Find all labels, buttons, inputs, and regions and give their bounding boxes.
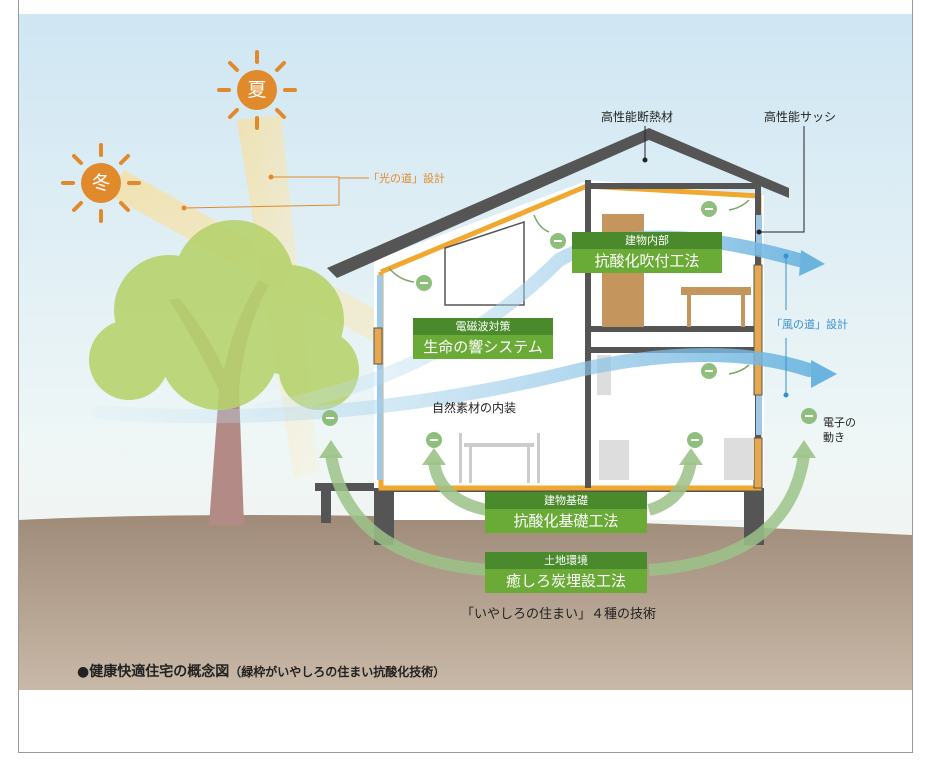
caption-sub: （緑枠がいやしろの住まい抗酸化技術） bbox=[229, 665, 446, 679]
sash-label: 高性能サッシ bbox=[764, 110, 837, 124]
wind-flow-lower bbox=[92, 348, 816, 424]
emf-box-head: 電磁波対策 bbox=[413, 318, 553, 335]
desk bbox=[681, 287, 751, 295]
electron-minus-icon bbox=[687, 432, 703, 448]
land-technique-box: 土地環境 癒しろ炭埋設工法 bbox=[485, 552, 647, 593]
foundation-technique-box: 建物基礎 抗酸化基礎工法 bbox=[485, 492, 647, 533]
summer-sun-label: 夏 bbox=[247, 79, 267, 101]
electron-minus-icon bbox=[416, 275, 432, 291]
land-box-body: 癒しろ炭埋設工法 bbox=[485, 569, 647, 593]
interior-technique-box: 建物内部 抗酸化吹付工法 bbox=[572, 232, 722, 273]
electron-label-line1: 電子の bbox=[823, 416, 856, 429]
figure-caption: ●健康快適住宅の概念図（緑枠がいやしろの住まい抗酸化技術） bbox=[77, 661, 445, 681]
winter-sun bbox=[61, 143, 141, 223]
electron-minus-icon bbox=[701, 363, 717, 379]
deck bbox=[315, 483, 383, 491]
dining-set bbox=[459, 433, 540, 483]
emf-box-body: 生命の響システム bbox=[413, 335, 553, 359]
four-techniques-label: 「いやしろの住まい」４種の技術 bbox=[461, 607, 657, 622]
electron-label-line2: 動き bbox=[823, 431, 845, 444]
emf-technique-box: 電磁波対策 生命の響システム bbox=[413, 318, 553, 359]
electron-minus-icon bbox=[322, 410, 338, 426]
electron-minus-icon bbox=[801, 408, 817, 424]
insulation-label: 高性能断熱材 bbox=[601, 110, 674, 124]
small-electron-arrows bbox=[388, 199, 750, 375]
electron-movement-label: 電子の 動き bbox=[823, 415, 856, 445]
wind-path-label: 「風の道」設計 bbox=[771, 318, 848, 331]
foundation-box-head: 建物基礎 bbox=[485, 492, 647, 509]
electron-minus-icon bbox=[701, 201, 717, 217]
summer-sun bbox=[217, 50, 297, 130]
diagram-frame: 夏 冬 「光の道」設計 高性能断熱材 高性能サッシ 「風の道」設計 自然素材の内… bbox=[18, 0, 913, 753]
land-box-head: 土地環境 bbox=[485, 552, 647, 569]
natural-materials-label: 自然素材の内装 bbox=[432, 401, 517, 415]
light-path-label: 「光の道」設計 bbox=[368, 172, 445, 185]
electron-flow-arrows bbox=[325, 453, 810, 576]
electron-minus-icon bbox=[550, 233, 566, 249]
electron-minus-icon bbox=[426, 432, 442, 448]
window bbox=[444, 220, 525, 306]
foundation-box-body: 抗酸化基礎工法 bbox=[485, 509, 647, 533]
winter-sun-label: 冬 bbox=[91, 172, 111, 194]
caption-main: ●健康快適住宅の概念図 bbox=[77, 664, 230, 680]
interior-box-head: 建物内部 bbox=[572, 232, 722, 249]
tree-foliage bbox=[89, 220, 359, 410]
interior-box-body: 抗酸化吹付工法 bbox=[572, 249, 722, 273]
